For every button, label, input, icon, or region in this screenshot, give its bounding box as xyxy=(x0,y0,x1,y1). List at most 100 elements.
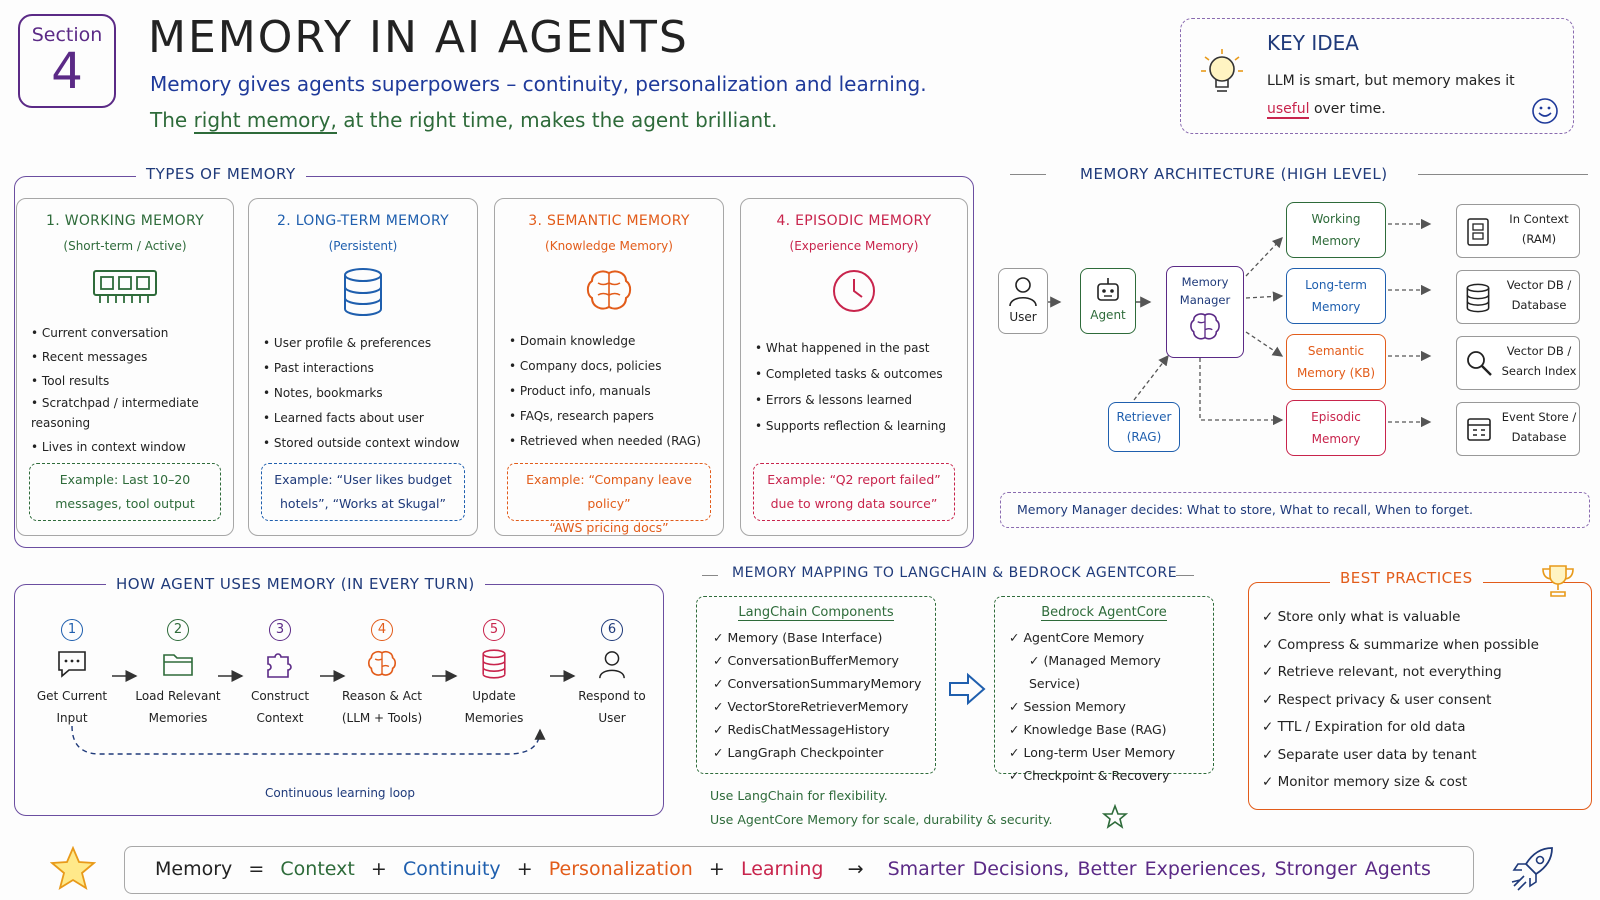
user-icon xyxy=(599,651,625,679)
bullet: Scratchpad / intermediate reasoning xyxy=(31,393,233,433)
arch-heading-rule-left xyxy=(1010,174,1046,175)
formula-plus-2: + xyxy=(516,858,533,880)
langchain-item: Memory (Base Interface) xyxy=(713,626,935,649)
step-label-1: Load Relevant xyxy=(135,689,221,703)
bullet: Product info, manuals xyxy=(509,379,723,404)
langchain-title: LangChain Components xyxy=(738,605,894,621)
section-word: Section xyxy=(31,24,103,46)
formula-arrow: → xyxy=(847,858,864,880)
arch-store-longterm: Long-term Memory xyxy=(1286,268,1386,324)
card-semantic-memory: 3. SEMANTIC MEMORY (Knowledge Memory) Do… xyxy=(494,198,724,536)
card-example: Example: “Q2 report failed” due to wrong… xyxy=(753,463,955,521)
lightbulb-icon xyxy=(1201,49,1243,92)
langchain-item: ConversationSummaryMemory xyxy=(713,672,935,695)
manager-label-1: Memory xyxy=(1181,275,1229,289)
ram-chip-icon xyxy=(93,270,157,303)
flow-step-2: 2 Load Relevant Memories xyxy=(130,618,226,729)
step-label-1: Update xyxy=(472,689,516,703)
arch-store-semantic: Semantic Memory (KB) xyxy=(1286,334,1386,390)
bullet: Learned facts about user xyxy=(263,406,477,431)
bedrock-item: Checkpoint & Recovery xyxy=(1009,764,1213,787)
formula-learning: Learning xyxy=(740,858,824,880)
arch-heading: MEMORY ARCHITECTURE (HIGH LEVEL) xyxy=(1070,165,1398,183)
retriever-label-1: Retriever xyxy=(1116,410,1172,424)
arch-note: Memory Manager decides: What to store, W… xyxy=(1000,492,1590,528)
smiley-icon xyxy=(1532,98,1558,124)
puzzle-icon xyxy=(267,653,292,678)
arch-agent-box: Agent xyxy=(1080,268,1136,334)
arch-backend-vector-db: Vector DB / Database xyxy=(1456,270,1580,324)
card-working-memory: 1. WORKING MEMORY (Short-term / Active) … xyxy=(16,198,234,536)
subtitle-line-2: The right memory, at the right time, mak… xyxy=(150,108,777,134)
section-badge: Section 4 xyxy=(18,14,116,108)
subtitle-2-underlined: right memory, xyxy=(193,108,337,134)
card-bullets: User profile & preferences Past interact… xyxy=(263,331,477,456)
best-item: Retrieve relevant, not everything xyxy=(1262,659,1539,687)
flow-loop-label: Continuous learning loop xyxy=(265,786,415,800)
example-line-2: messages, tool output xyxy=(55,496,195,511)
bedrock-title-wrap: Bedrock AgentCore xyxy=(995,605,1213,621)
flow-step-5: 5 Update Memories xyxy=(446,618,542,729)
formula-result: Smarter Decisions, Better Experiences, S… xyxy=(887,858,1431,880)
backend-label-1: Event Store / xyxy=(1501,410,1577,424)
backend-text: Vector DB / Search Index xyxy=(1497,341,1581,381)
step-label-1: Respond to xyxy=(578,689,646,703)
example-line-1: Example: “User likes budget xyxy=(274,472,452,487)
subtitle-2a: The xyxy=(150,108,188,132)
section-number: 4 xyxy=(51,42,83,100)
best-item: Compress & summarize when possible xyxy=(1262,632,1539,660)
langchain-title-wrap: LangChain Components xyxy=(697,605,935,621)
backend-label-2: Database xyxy=(1511,298,1567,312)
database-icon xyxy=(1466,283,1490,313)
key-idea-title: KEY IDEA xyxy=(1267,31,1359,55)
bullet: Tool results xyxy=(31,369,233,393)
folder-icon xyxy=(163,654,193,676)
brain-icon xyxy=(1190,313,1220,340)
bedrock-list: AgentCore Memory (Managed Memory Service… xyxy=(1009,626,1213,787)
store-label-2: Memory xyxy=(1311,300,1361,314)
example-line-2: due to wrong data source” xyxy=(770,496,938,511)
mapping-rule-left xyxy=(702,575,718,576)
backend-label-1: Vector DB / xyxy=(1506,344,1572,358)
card-example: Example: “Company leave policy” “AWS pri… xyxy=(507,463,711,535)
bullet: Supports reflection & learning xyxy=(755,413,967,439)
step-label-1: Reason & Act xyxy=(341,689,423,703)
calendar-icon xyxy=(1467,418,1491,441)
backend-label-1: Vector DB / xyxy=(1506,278,1572,292)
bedrock-item: Session Memory xyxy=(1009,695,1213,718)
arch-store-working: Working Memory xyxy=(1286,202,1386,258)
database-icon xyxy=(344,268,382,316)
store-label-1: Working xyxy=(1311,212,1361,226)
user-icon xyxy=(1009,277,1037,307)
bullet: Stored outside context window xyxy=(263,431,477,456)
arch-heading-rule-right xyxy=(1418,174,1588,175)
best-item: TTL / Expiration for old data xyxy=(1262,714,1539,742)
step-number: 6 xyxy=(601,619,623,641)
page-title: MEMORY IN AI AGENTS xyxy=(148,12,689,63)
flow-step-3: 3 Construct Context xyxy=(232,618,328,729)
brain-icon xyxy=(367,650,397,676)
example-line-1: Example: “Company leave policy” xyxy=(526,472,692,511)
bullet: Lives in context window xyxy=(31,435,233,459)
clock-icon xyxy=(833,270,875,312)
arch-backend-event-store: Event Store / Database xyxy=(1456,402,1580,456)
search-icon xyxy=(1467,351,1492,376)
langchain-item: VectorStoreRetrieverMemory xyxy=(713,695,935,718)
card-subtitle: (Persistent) xyxy=(328,239,398,253)
formula-box: Memory = Context + Continuity + Personal… xyxy=(124,846,1474,894)
bedrock-item: AgentCore Memory xyxy=(1009,626,1213,649)
bedrock-item: Knowledge Base (RAG) xyxy=(1009,718,1213,741)
bullet: Past interactions xyxy=(263,356,477,381)
step-label-2: Context xyxy=(256,711,304,725)
bullet: Notes, bookmarks xyxy=(263,381,477,406)
card-title: 4. EPISODIC MEMORY xyxy=(776,213,932,229)
formula-eq: = xyxy=(248,858,265,880)
step-label-2: User xyxy=(598,711,626,725)
key-idea-text: LLM is smart, but memory makes it useful… xyxy=(1267,67,1557,123)
user-label: User xyxy=(1009,310,1037,324)
step-number: 4 xyxy=(371,619,393,641)
card-subtitle: (Knowledge Memory) xyxy=(545,239,673,253)
step-label-2: Input xyxy=(56,711,88,725)
card-example: Example: Last 10–20 messages, tool outpu… xyxy=(29,463,221,521)
formula-continuity: Continuity xyxy=(402,858,501,880)
